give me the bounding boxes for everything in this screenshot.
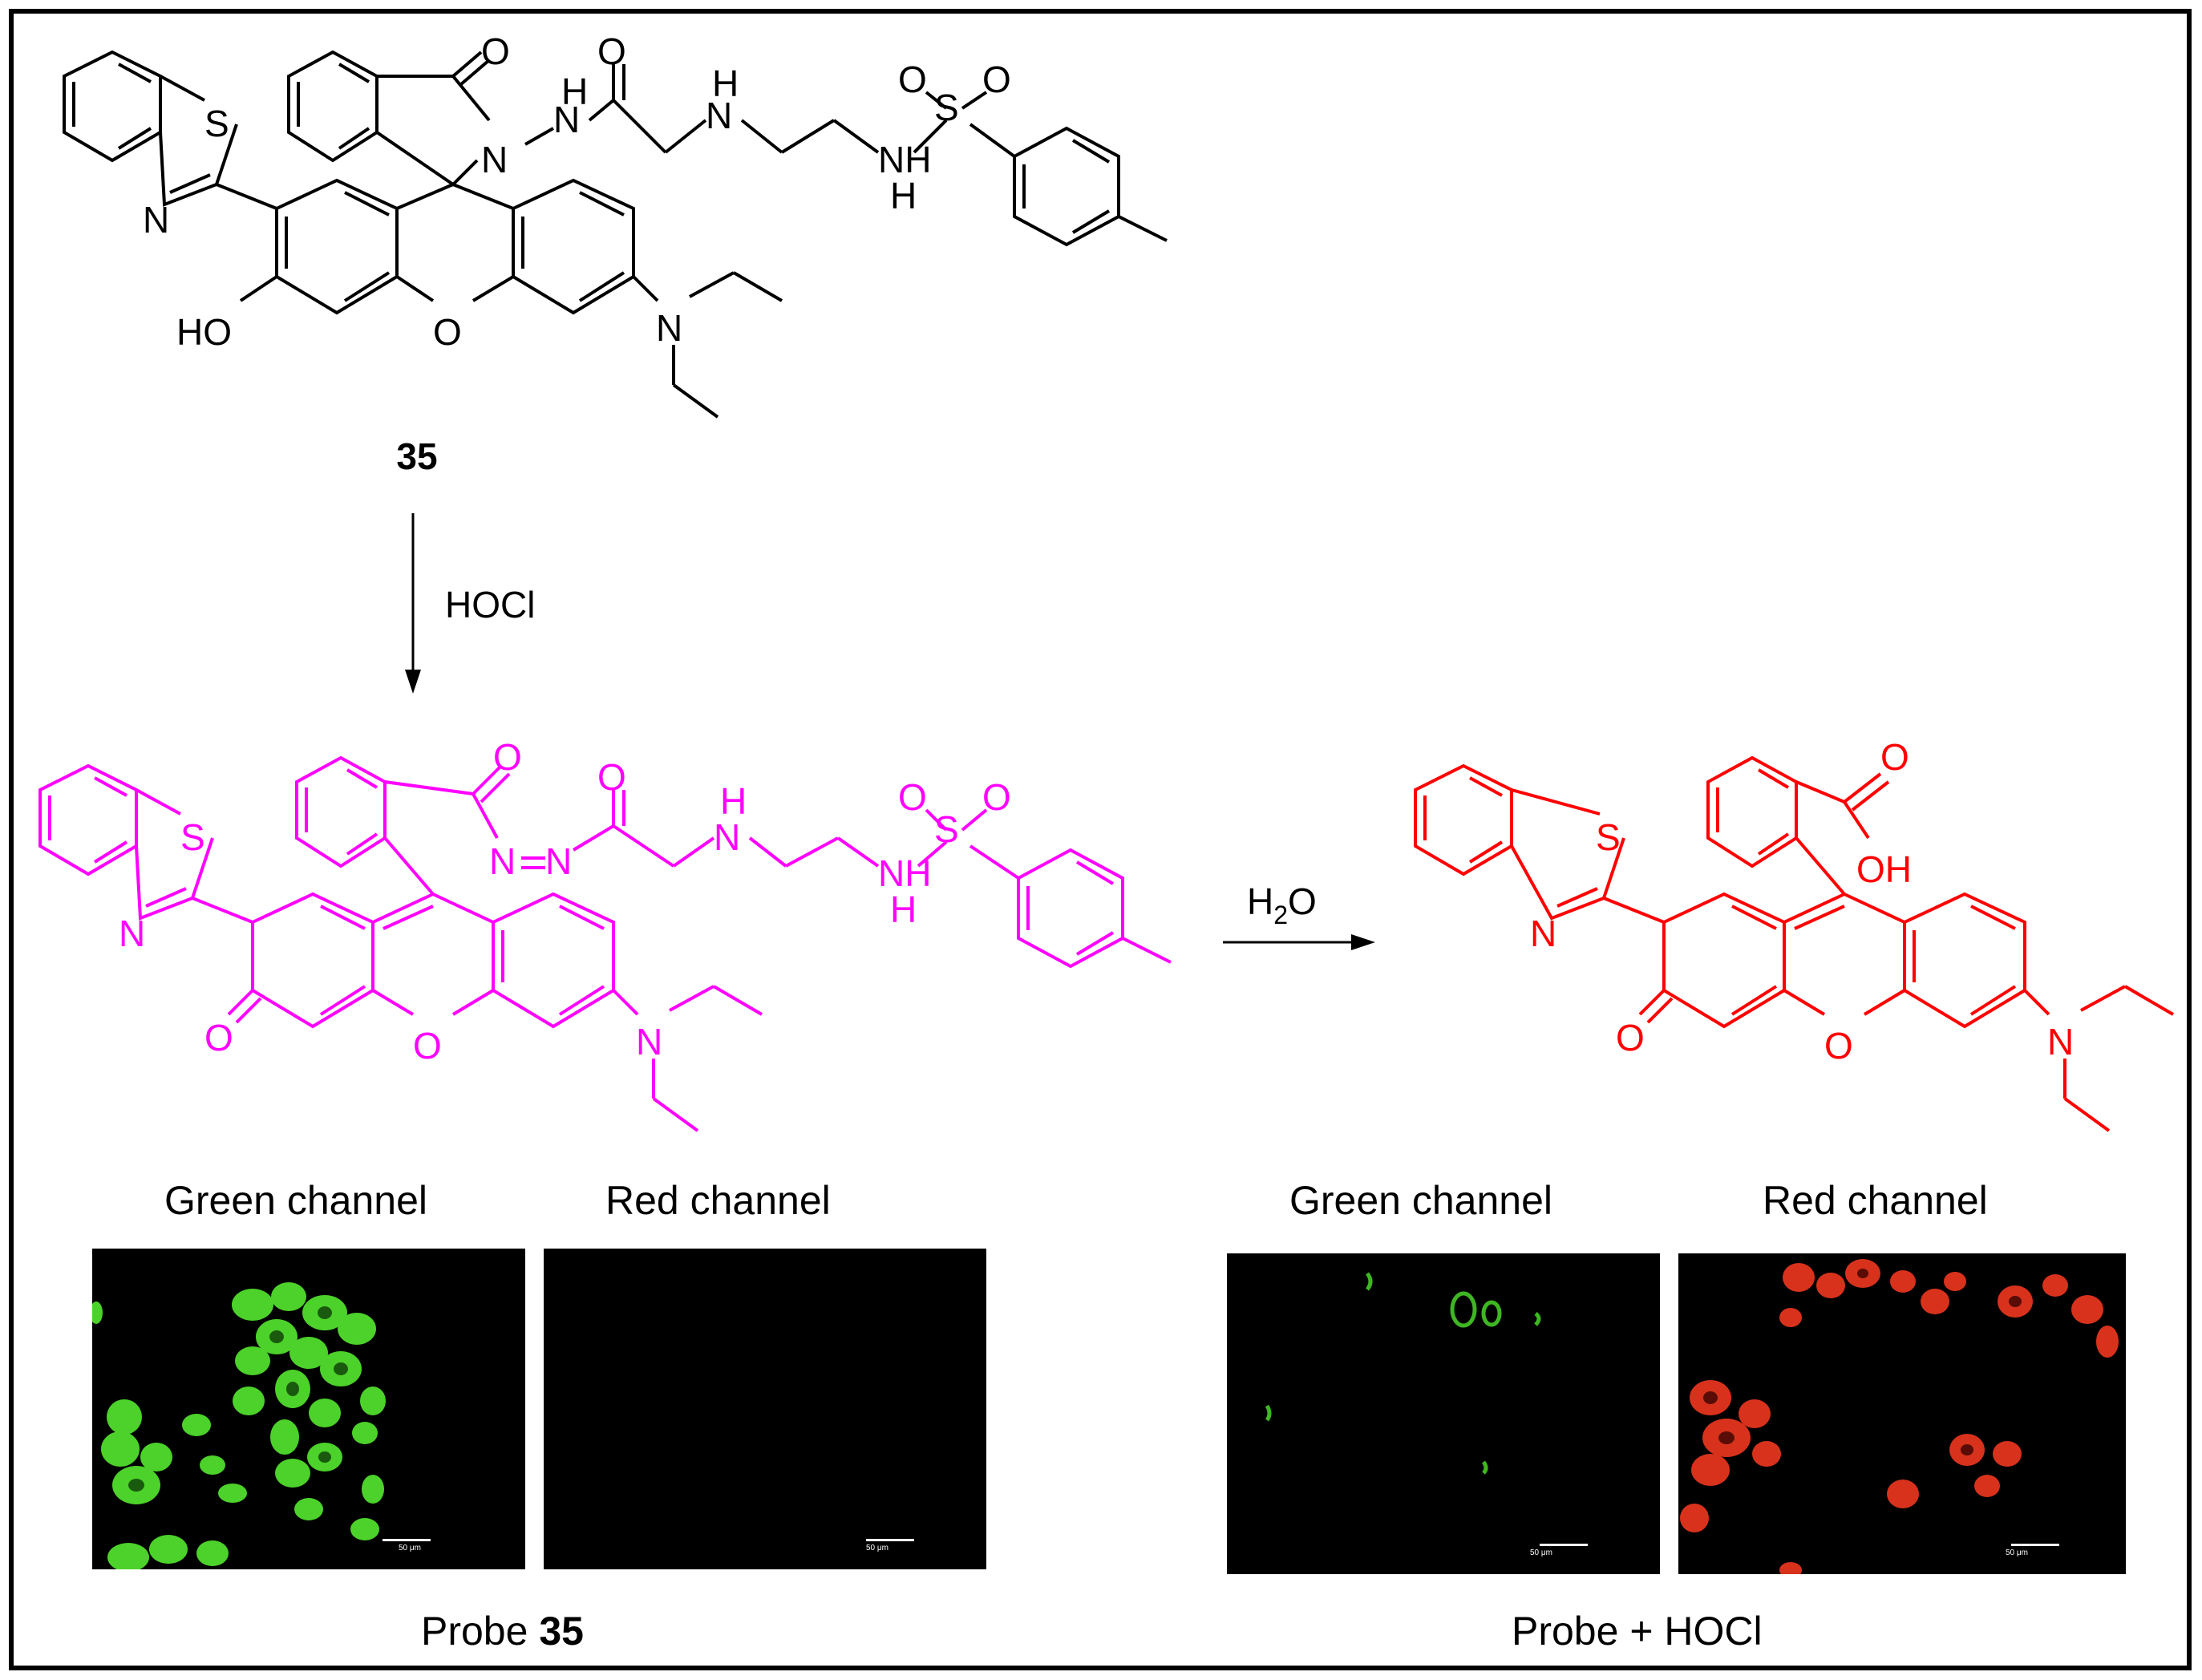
svg-text:OH: OH (1856, 848, 1912, 890)
panel-hocl-red: 50 μm (1678, 1253, 2126, 1574)
svg-text:O: O (898, 59, 927, 100)
svg-text:H: H (890, 889, 917, 930)
arrow-hocl (405, 513, 421, 694)
caption-probe: Probe 35 (421, 1608, 584, 1654)
probe-atom-labels: S N HO O N O N N H O N H NH H S O O (143, 30, 1011, 353)
svg-text:N: N (656, 307, 682, 349)
svg-text:NH: NH (878, 139, 931, 180)
green-cells-probe (92, 1282, 386, 1569)
left-red-title: Red channel (605, 1178, 831, 1223)
intermediate-structure (38, 755, 1172, 1132)
reagent-h2o: H2O (1247, 880, 1317, 929)
svg-text:N: N (481, 139, 508, 180)
svg-text:O: O (204, 1017, 233, 1059)
svg-text:O: O (982, 776, 1011, 818)
svg-text:O: O (493, 736, 522, 778)
svg-text:HO: HO (176, 311, 232, 353)
right-red-title: Red channel (1763, 1178, 1988, 1223)
svg-text:S: S (204, 103, 229, 144)
left-green-title: Green channel (164, 1178, 428, 1223)
panel-probe-red: 50 μm (544, 1249, 986, 1569)
panel-probe-green: 50 μm (92, 1249, 525, 1569)
svg-text:H: H (890, 175, 917, 217)
intermediate-atom-labels: S N O O N O N N O N H NH H S O O (119, 736, 1011, 1067)
svg-text:N: N (706, 95, 732, 136)
scale-bar (383, 1539, 431, 1541)
reagent-hocl: HOCl (445, 584, 535, 625)
panel-hocl-green: 50 μm (1227, 1253, 1660, 1574)
svg-text:NH: NH (878, 852, 931, 894)
svg-text:O: O (481, 30, 510, 72)
svg-text:O: O (1616, 1017, 1645, 1059)
svg-text:H: H (720, 780, 747, 822)
scale-text: 50 μm (866, 1544, 888, 1552)
green-cells-hocl (1265, 1272, 1541, 1475)
svg-text:O: O (898, 776, 927, 818)
arrow-h2o (1223, 934, 1375, 950)
compound-label: 35 (396, 435, 437, 477)
svg-text:O: O (597, 30, 626, 72)
caption-probe-prefix: Probe (421, 1609, 540, 1654)
svg-text:N: N (143, 199, 169, 241)
scale-text: 50 μm (2006, 1548, 2028, 1557)
svg-text:N: N (119, 913, 145, 954)
svg-text:O: O (413, 1025, 442, 1067)
svg-text:O: O (433, 311, 462, 353)
svg-text:H: H (712, 63, 739, 104)
product-atom-labels: S N O O N O OH (1530, 736, 2074, 1067)
svg-text:S: S (180, 816, 205, 858)
scale-text: 50 μm (399, 1544, 421, 1552)
svg-text:N: N (2047, 1021, 2074, 1063)
svg-text:S: S (1596, 816, 1621, 858)
outer-border (9, 9, 2192, 1670)
svg-text:O: O (1824, 1025, 1853, 1067)
red-cells-hocl (1680, 1259, 2119, 1574)
scale-bar (1540, 1544, 1588, 1546)
caption-probe-hocl: Probe + HOCl (1512, 1609, 1763, 1654)
scale-text: 50 μm (1530, 1548, 1552, 1557)
svg-text:O: O (1880, 736, 1909, 778)
svg-text:N: N (636, 1021, 662, 1063)
scale-bar (866, 1539, 914, 1541)
scale-bar (2011, 1544, 2059, 1546)
svg-text:N: N (1530, 913, 1556, 954)
svg-text:S: S (934, 808, 959, 850)
svg-text:N: N (553, 99, 580, 140)
svg-text:S: S (934, 87, 959, 128)
right-green-title: Green channel (1289, 1178, 1553, 1223)
caption-probe-bold: 35 (539, 1609, 584, 1654)
svg-text:N: N (714, 816, 740, 858)
svg-text:O: O (982, 59, 1011, 100)
svg-text:N: N (489, 840, 516, 882)
svg-text:H: H (561, 71, 588, 112)
product-structure (1414, 755, 2175, 1132)
svg-text:O: O (597, 756, 626, 798)
svg-text:N: N (545, 840, 572, 882)
probe-structure (63, 50, 1168, 419)
